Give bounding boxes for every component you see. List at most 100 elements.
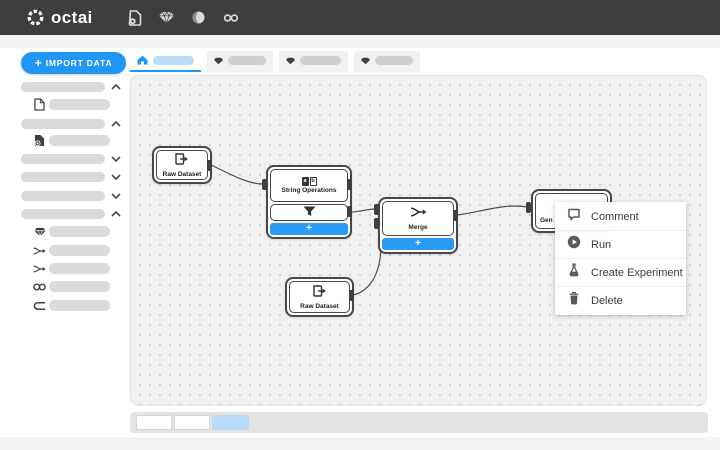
tab-4[interactable] [354,51,420,72]
import-data-button[interactable]: + IMPORT DATA [21,52,126,74]
tab-home-active[interactable] [130,51,201,72]
globe-icon[interactable] [191,10,207,26]
skeleton-label [21,81,105,92]
chevron-down-icon[interactable] [111,192,121,199]
node-label: Raw Dataset [162,170,202,178]
skeleton-label [21,118,105,129]
loop-icon [33,299,46,313]
bottom-bar-active-segment[interactable] [212,415,249,430]
plus-icon: + [34,56,42,70]
gem-icon[interactable] [159,10,175,26]
node-merge[interactable]: Merge + [378,197,458,254]
input-port[interactable] [374,218,379,229]
skeleton-label [21,190,105,201]
bottom-bar-segment[interactable] [136,415,172,430]
skeleton-label [49,99,110,110]
node-raw-dataset-2[interactable]: Raw Dataset [285,277,354,317]
merge-arrows-icon [33,262,46,276]
dataset-export-icon [312,284,327,302]
input-port[interactable] [262,179,267,190]
skeleton-tab-label [153,56,194,65]
skeleton-label [49,245,110,256]
input-port[interactable] [526,202,531,213]
brand: octai [26,8,93,28]
skeleton-label [49,226,110,237]
skeleton-label [49,300,110,311]
sidebar-group-1[interactable] [0,80,121,93]
brand-name: octai [51,7,93,27]
skeleton-tab-label [300,56,341,65]
bottom-scrollbar[interactable] [130,412,708,433]
output-port[interactable] [207,160,212,171]
output-port[interactable] [347,206,352,217]
flask-icon [567,263,581,282]
skeleton-label [21,153,105,164]
node-label: Raw Dataset [300,302,339,310]
topbar: octai [0,0,720,35]
skeleton-label [49,135,110,146]
add-module-button[interactable]: + [270,223,348,235]
menu-item-label: Run [591,238,612,251]
output-port[interactable] [453,210,458,221]
node-label: Gen [540,216,553,224]
comment-icon [567,207,581,226]
skeleton-label [49,263,110,274]
chevron-up-icon[interactable] [111,120,121,127]
gem-icon [214,52,223,70]
merge-arrows-icon [410,205,427,223]
input-port[interactable] [374,204,379,215]
sidebar-group-3[interactable] [0,152,121,165]
menu-item-run[interactable]: Run [555,230,686,258]
tab-2[interactable] [207,51,273,72]
skeleton-label [49,281,110,292]
sidebar-item-1[interactable] [0,98,110,111]
add-module-button[interactable]: + [382,238,454,250]
node-raw-dataset-1[interactable]: Raw Dataset [152,146,212,184]
top-band [0,35,720,48]
context-menu: Comment Run Create Experiment Delete [555,202,686,315]
output-port[interactable] [349,290,354,301]
chevron-up-icon[interactable] [111,210,121,217]
skeleton-tab-label [375,56,413,65]
octai-logo-icon [27,9,44,26]
home-icon [137,52,148,70]
document-badge-icon[interactable] [127,9,143,26]
document-icon [33,98,46,112]
menu-item-comment[interactable]: Comment [555,203,686,230]
node-label: String Operations [281,186,337,194]
sidebar-item-5[interactable] [0,262,110,275]
bottom-bar-segment[interactable] [174,415,210,430]
sidebar-group-5[interactable] [0,189,121,202]
gem-icon [286,52,295,70]
sidebar-group-2[interactable] [0,117,121,130]
chevron-up-icon[interactable] [111,83,121,90]
tab-3[interactable] [279,51,348,72]
sidebar-item-4[interactable] [0,244,110,257]
menu-item-label: Create Experiment [591,266,683,279]
sidebar-item-3[interactable] [0,225,110,238]
menu-item-delete[interactable]: Delete [555,286,686,314]
chevron-down-icon[interactable] [111,155,121,162]
infinity-icon[interactable] [223,10,239,26]
trash-icon [567,291,581,310]
gem-icon [361,52,370,70]
sidebar-item-7[interactable] [0,299,110,312]
sidebar-group-4[interactable] [0,170,121,183]
document-add-icon [33,134,46,148]
skeleton-label [21,208,105,219]
sidebar-item-6[interactable] [0,280,110,293]
tab-bar [130,51,420,72]
sidebar-item-2[interactable] [0,134,110,147]
dataset-export-icon [175,152,189,170]
chevron-down-icon[interactable] [111,173,121,180]
sidebar-group-6[interactable] [0,207,121,220]
run-icon [567,235,581,254]
menu-item-create-experiment[interactable]: Create Experiment [555,258,686,286]
gem-icon [33,225,46,239]
skeleton-tab-label [228,56,266,65]
output-port[interactable] [347,179,352,190]
bottom-band [0,437,720,450]
